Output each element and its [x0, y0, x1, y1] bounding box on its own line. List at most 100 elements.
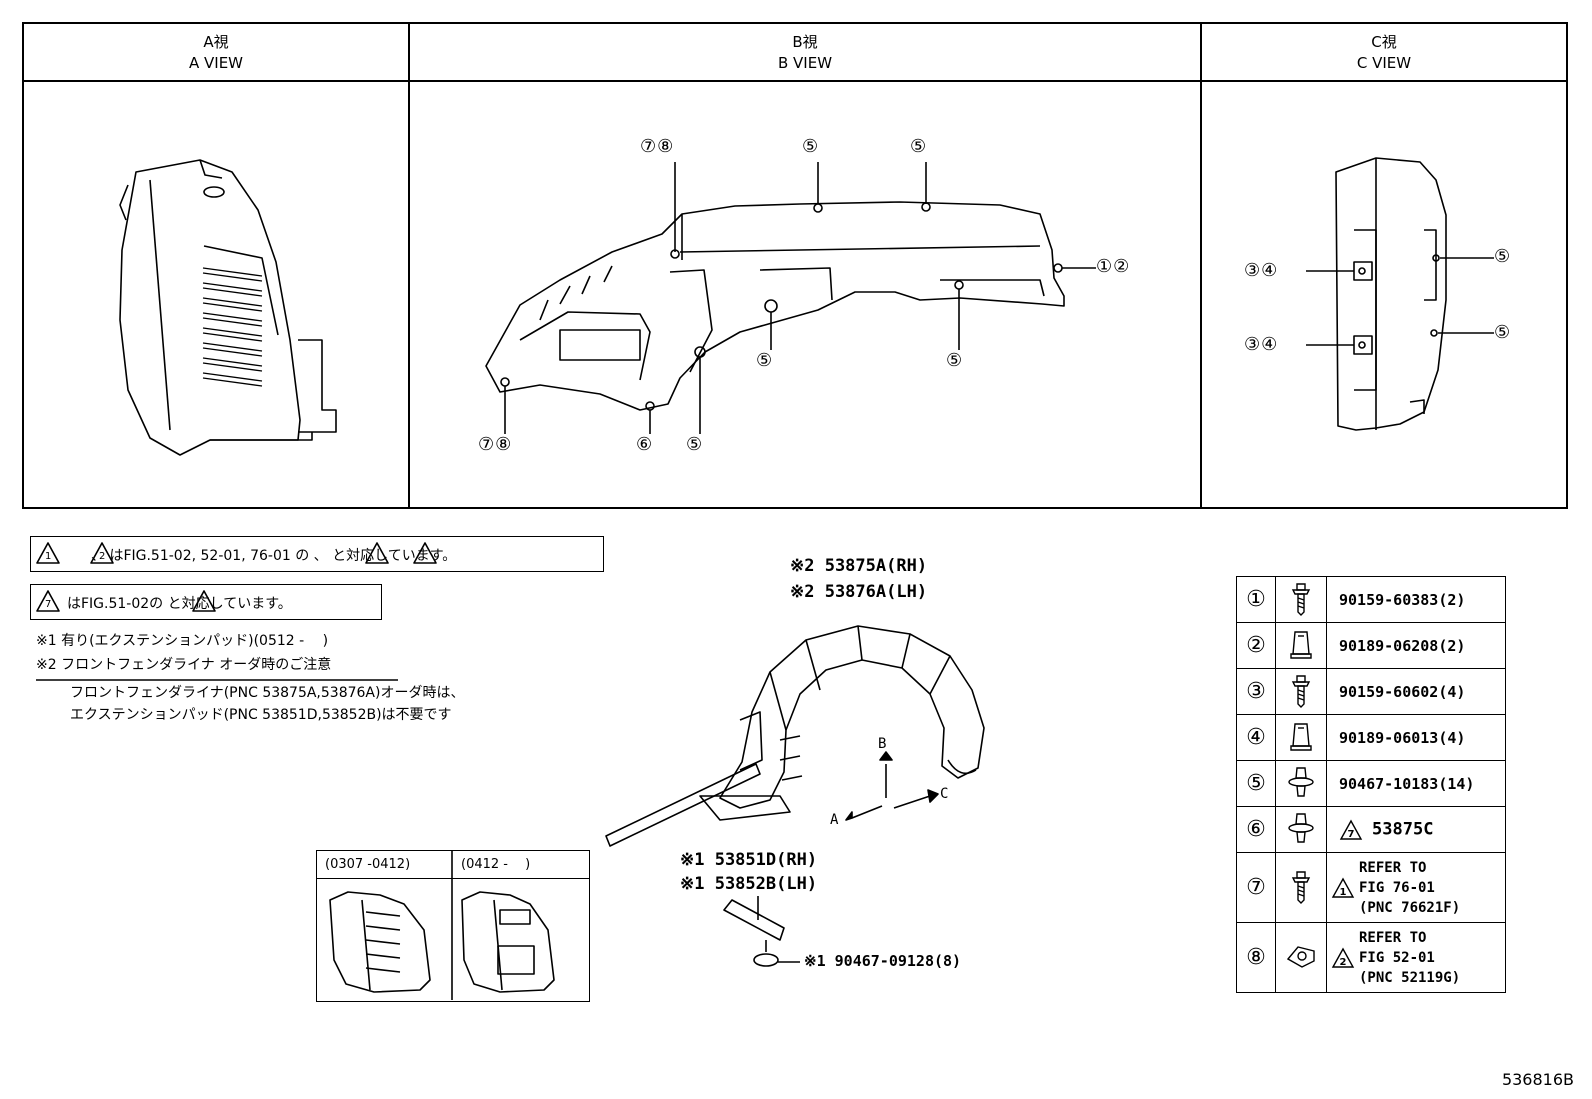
- legend-part-number: 7 53875C: [1326, 806, 1506, 853]
- part-pad-rh: ※1 53851D(RH): [680, 850, 818, 870]
- tri-label-7: 7: [45, 599, 52, 610]
- nut-icon: [1275, 714, 1327, 761]
- part-liner-rh: ※2 53875A(RH): [790, 556, 928, 576]
- callout-c-right-top: ⑤: [1494, 246, 1512, 267]
- legend-row: ⑥ 7 53875C: [1236, 806, 1506, 853]
- bolt-icon: [1275, 668, 1327, 715]
- callout-b-mid-right: ⑤: [946, 350, 964, 371]
- b-view-header: B視 B VIEW: [410, 24, 1200, 82]
- note-figure-reference-2: 7 はFIG.51-02の と対応しています。: [30, 584, 382, 620]
- clip-icon: [1275, 806, 1327, 853]
- legend-reference-line: REFER TO: [1359, 859, 1427, 876]
- warning-triangle-icon: 2: [1331, 947, 1355, 969]
- part-pad-lh: ※1 53852B(LH): [680, 874, 818, 894]
- legend-reference-line: REFER TO: [1359, 929, 1427, 946]
- nut-icon: [1275, 622, 1327, 669]
- arrow-label-b: B: [878, 736, 887, 752]
- c-view-header: C視 C VIEW: [1202, 24, 1566, 82]
- fender-liner-drawing: [605, 625, 985, 967]
- arrow-label-a: A: [830, 812, 839, 828]
- callout-b-top-left: ⑦⑧: [640, 136, 675, 157]
- callout-b-right: ①②: [1096, 256, 1131, 277]
- arrow-label-c: C: [940, 786, 949, 802]
- note-line-2: ※2 フロントフェンダライナ オーダ時のご注意: [36, 657, 332, 673]
- b-view-title-en: B VIEW: [777, 54, 833, 72]
- legend-reference-line: FIG 52-01: [1359, 949, 1435, 966]
- callout-b-bottom-5: ⑤: [686, 434, 704, 455]
- b-view-drawing: [485, 162, 1096, 434]
- clip-icon: [1275, 760, 1327, 807]
- c-view-drawing: [1306, 157, 1494, 431]
- legend-callout-number: ①: [1236, 576, 1276, 623]
- tri-label-1: 1: [45, 551, 52, 562]
- note-figure-reference: 1 2 、 はFIG.51-02, 52-01, 76-01 の 、 と対応して…: [30, 536, 604, 572]
- note-line-1: ※1 有り(エクステンションパッド)(0512 - ): [36, 633, 329, 649]
- legend-reference-line: (PNC 76621F): [1359, 899, 1461, 916]
- callout-b-bottom-left: ⑦⑧: [478, 434, 513, 455]
- note2-text: はFIG.51-02の と対応しています。: [67, 596, 292, 612]
- inset-col1-header: (0307 -0412): [317, 851, 453, 879]
- legend-reference-line: (PNC 52119G): [1359, 969, 1461, 986]
- legend-callout-number: ⑥: [1236, 806, 1276, 853]
- legend-callout-number: ②: [1236, 622, 1276, 669]
- svg-text:2: 2: [1340, 957, 1347, 968]
- bolt-icon: [1275, 852, 1327, 923]
- c-view-title-jp: C視: [1371, 33, 1397, 51]
- c-view-panel: C視 C VIEW: [1200, 22, 1568, 509]
- svg-text:7: 7: [1348, 829, 1355, 840]
- legend-callout-number: ⑤: [1236, 760, 1276, 807]
- direction-arrows: [845, 751, 939, 821]
- callout-c-left-bottom: ③④: [1244, 334, 1279, 355]
- legend-reference: 1 REFER TO FIG 76-01 (PNC 76621F): [1326, 852, 1506, 923]
- legend-row: ⑦ 1 REFER TO FIG 76-01 (PNC 76621F): [1236, 852, 1506, 923]
- legend-callout-number: ③: [1236, 668, 1276, 715]
- warning-triangle-icon: 1: [1331, 877, 1355, 899]
- legend-part-number: 90159-60383(2): [1326, 576, 1506, 623]
- figure-id: 536816B: [1501, 1070, 1574, 1089]
- legend-part-number: 90159-60602(4): [1326, 668, 1506, 715]
- a-view-drawing: [119, 159, 337, 456]
- legend-row: ③ 90159-60602(4): [1236, 668, 1506, 715]
- callout-b-bottom-6: ⑥: [636, 434, 654, 455]
- bolt-icon: [1275, 576, 1327, 623]
- legend-callout-number: ⑧: [1236, 922, 1276, 993]
- legend-row: ⑧ 2 REFER TO FIG 52-01 (PNC 52119G): [1236, 922, 1506, 993]
- legend-part-number: 90189-06013(4): [1326, 714, 1506, 761]
- callout-c-right-bottom: ⑤: [1494, 322, 1512, 343]
- callout-c-left-top: ③④: [1244, 260, 1279, 281]
- legend-part-text: 53875C: [1372, 819, 1434, 839]
- note-triangles: [36, 542, 437, 681]
- callout-b-top-mid: ⑤: [802, 136, 820, 157]
- legend-part-number: 90467-10183(14): [1326, 760, 1506, 807]
- a-view-title-jp: A視: [203, 33, 229, 51]
- a-view-header: A視 A VIEW: [24, 24, 408, 82]
- callout-b-top-right: ⑤: [910, 136, 928, 157]
- note1-text: 、 はFIG.51-02, 52-01, 76-01 の 、 と対応しています。: [91, 548, 457, 564]
- legend-reference: 2 REFER TO FIG 52-01 (PNC 52119G): [1326, 922, 1506, 993]
- warning-triangle-icon: 7: [1339, 819, 1363, 840]
- inset-drawings: [329, 850, 555, 1000]
- note-line-3: フロントフェンダライナ(PNC 53875A,53876A)オーダ時は、: [70, 685, 465, 701]
- callout-b-mid-left: ⑤: [756, 350, 774, 371]
- a-view-title-en: A VIEW: [188, 54, 244, 72]
- legend-row: ④ 90189-06013(4): [1236, 714, 1506, 761]
- nut-clip-icon: [1275, 922, 1327, 993]
- inset-col2-header: (0412 - ): [453, 851, 589, 879]
- legend-row: ⑤ 90467-10183(14): [1236, 760, 1506, 807]
- inset-year-comparison: (0307 -0412) (0412 - ): [316, 850, 590, 1002]
- legend-reference-line: FIG 76-01: [1359, 879, 1435, 896]
- part-clip: ※1 90467-09128(8): [804, 952, 962, 970]
- legend-callout-number: ④: [1236, 714, 1276, 761]
- legend-row: ② 90189-06208(2): [1236, 622, 1506, 669]
- fastener-legend-table: ① 90159-60383(2) ② 90189-06208(2) ③ 90159-606…: [1236, 576, 1506, 993]
- legend-row: ① 90159-60383(2): [1236, 576, 1506, 623]
- legend-part-number: 90189-06208(2): [1326, 622, 1506, 669]
- tri-label-2: 2: [99, 551, 106, 562]
- part-liner-lh: ※2 53876A(LH): [790, 582, 928, 602]
- svg-text:1: 1: [1340, 887, 1347, 898]
- b-view-title-jp: B視: [792, 33, 818, 51]
- legend-callout-number: ⑦: [1236, 852, 1276, 923]
- note-line-4: エクステンションパッド(PNC 53851D,53852B)は不要です: [70, 707, 452, 723]
- c-view-title-en: C VIEW: [1356, 54, 1412, 72]
